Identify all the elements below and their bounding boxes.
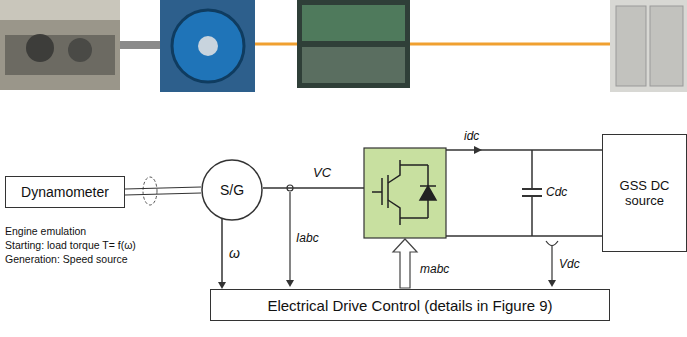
signal-name: mabc (420, 263, 449, 276)
edge-label: ω (228, 246, 241, 261)
node-text: Electrical Drive Control (details in Fig… (267, 297, 552, 314)
command-arrow (393, 239, 417, 288)
photo-detail (616, 6, 646, 86)
shaft-bar (120, 41, 161, 49)
signal-name: Vdc (559, 258, 580, 271)
capacitor (531, 150, 533, 189)
source-box: GSS DC source (602, 134, 687, 252)
capacitor (531, 196, 533, 236)
coupling (143, 177, 157, 205)
arrowhead (474, 146, 482, 154)
note-text: Starting: load torque T= f(ω) (5, 240, 136, 252)
signal-name: idc (464, 130, 479, 143)
converter-box (364, 148, 446, 238)
ac-wire (263, 187, 364, 189)
machine-photo (160, 0, 255, 92)
connector (125, 187, 201, 195)
igbt-symbol (372, 160, 436, 225)
node-text: S/G (220, 182, 244, 198)
note-text: Engine emulation (5, 226, 86, 238)
node-text: GSS DC source (610, 178, 680, 208)
arrowhead (548, 280, 556, 287)
voltage-probe (546, 241, 558, 246)
process-box: Dynamometer (5, 176, 125, 208)
control-box: Electrical Drive Control (details in Fig… (210, 289, 610, 321)
connector (218, 218, 226, 289)
photo-detail (650, 6, 683, 86)
machine-circle: S/G (201, 159, 263, 221)
dc-bus (446, 235, 602, 237)
measure-line (551, 246, 552, 281)
photo-detail (0, 0, 120, 20)
photo-detail (172, 10, 244, 82)
cabinet-photo (610, 0, 687, 92)
photo-detail (302, 5, 405, 41)
current-sensor (287, 185, 293, 191)
arrowhead (286, 280, 294, 287)
signal-name: VC (313, 166, 331, 180)
photo-detail (5, 35, 115, 75)
dc-bus (446, 149, 602, 151)
photo-detail (198, 36, 218, 56)
photo-detail (26, 34, 54, 62)
note-text: Generation: Speed source (5, 254, 128, 266)
capacitor (522, 188, 542, 190)
converter-photo (297, 0, 410, 88)
photo-detail (302, 47, 405, 83)
node-text: Dynamometer (21, 184, 109, 200)
cable (255, 43, 297, 46)
photo-detail (68, 38, 92, 62)
measure-line (289, 192, 290, 281)
signal-name: Cdc (546, 186, 567, 199)
dynamometer-photo (0, 0, 120, 90)
cable (410, 43, 610, 46)
signal-name: Iabc (296, 232, 319, 245)
